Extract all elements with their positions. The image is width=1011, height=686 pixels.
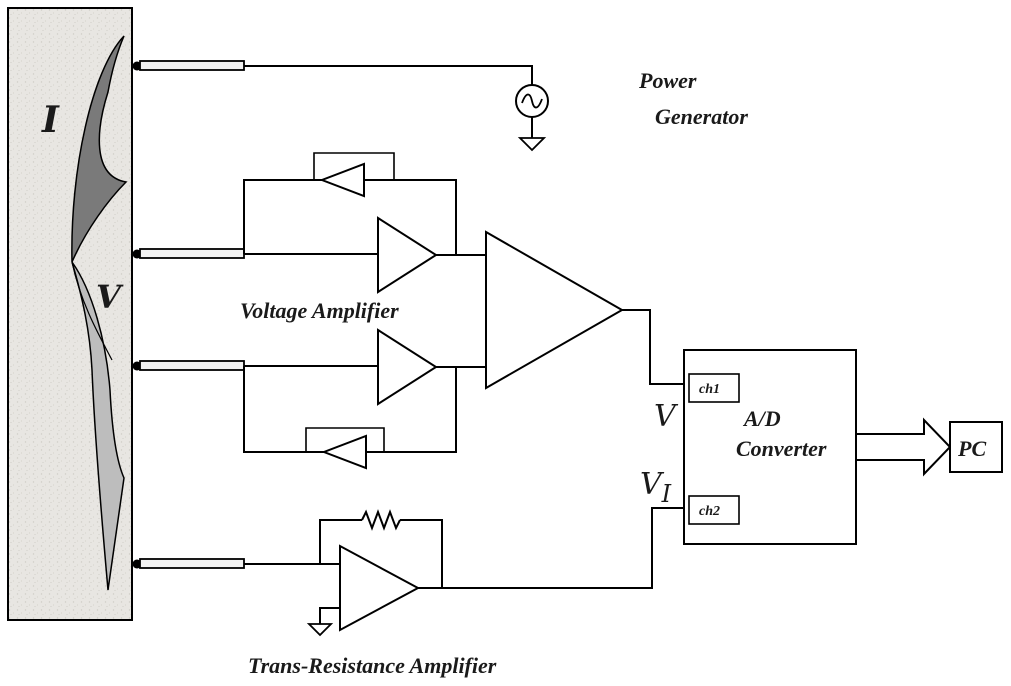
sample-voltage-symbol: V [96,278,124,316]
ad-converter [683,349,857,545]
channel-1-label: ch1 [699,382,720,397]
voltage-plume [71,261,125,591]
feedback-resistor [361,509,401,531]
channel-2-label: ch2 [699,504,720,519]
electrode-4 [132,558,245,569]
pc-box [949,421,1003,473]
channel-2-port [688,495,740,525]
electrode-2 [132,248,245,259]
voltage-amplifier-label: Voltage Amplifier [240,298,399,323]
electrode-1 [132,60,245,71]
power-generator-label-2: Generator [655,104,748,129]
ground-icon [517,137,547,152]
feedback-buffer-top [319,162,365,198]
channel-1-port [688,373,740,403]
upper-amplifier [377,216,438,294]
trans-resistance-amplifier [339,544,421,632]
differential-amplifier [485,230,625,390]
data-transfer-arrow [855,417,952,477]
trans-resistance-section [244,507,684,637]
signal-vi-label: VI [640,467,672,508]
trans-resistance-amplifier-label: Trans-Resistance Amplifier [248,653,497,678]
ad-converter-label-1: A/D [742,406,781,431]
electrode-3 [132,360,245,371]
feedback-buffer-bottom [321,434,367,470]
ground-icon [306,623,334,637]
lower-amplifier [377,328,438,406]
ad-converter-label-2: Converter [736,436,827,461]
current-plume [71,35,128,263]
sample-current-symbol: I [41,99,60,141]
signal-v-label: V [654,399,679,434]
power-generator-label-1: Power [638,68,697,93]
electrode-leads [132,60,245,569]
power-generator [244,65,549,152]
voltage-amplifier-section [243,152,684,470]
pc-label: PC [957,436,986,461]
sample-block [7,7,133,621]
